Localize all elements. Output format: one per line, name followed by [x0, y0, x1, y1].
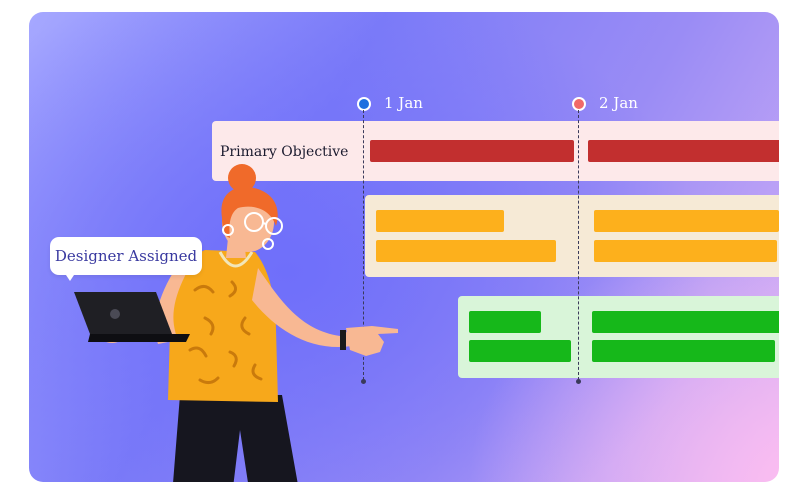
date-label-1-jan: 1 Jan — [384, 94, 423, 112]
secondary-bar-4 — [594, 240, 777, 262]
callout-tail — [64, 272, 76, 281]
tertiary-bar-3 — [592, 311, 779, 333]
date-marker-1-jan — [357, 97, 371, 111]
date-label-2-jan: 2 Jan — [599, 94, 638, 112]
secondary-bar-2 — [376, 240, 556, 262]
timeline-line-2-jan — [578, 110, 579, 380]
timeline-line-1-jan — [363, 110, 364, 380]
timeline-end-2-jan — [576, 379, 581, 384]
date-marker-2-jan — [572, 97, 586, 111]
secondary-bar-3 — [594, 210, 779, 232]
tertiary-bar-2 — [469, 340, 571, 362]
designer-assigned-callout: Designer Assigned — [50, 237, 202, 275]
designer-assigned-label: Designer Assigned — [54, 247, 198, 265]
primary-bar-1 — [370, 140, 574, 162]
primary-bar-2 — [588, 140, 779, 162]
designer-illustration — [74, 164, 398, 482]
secondary-task-row — [365, 195, 779, 277]
secondary-bar-1 — [376, 210, 504, 232]
tertiary-bar-4 — [592, 340, 775, 362]
tertiary-task-row — [458, 296, 779, 378]
primary-objective-label: Primary Objective — [220, 144, 349, 160]
hero-card: 1 Jan 2 Jan Primary Objective — [29, 12, 779, 482]
timeline-end-1-jan — [361, 379, 366, 384]
tertiary-bar-1 — [469, 311, 541, 333]
